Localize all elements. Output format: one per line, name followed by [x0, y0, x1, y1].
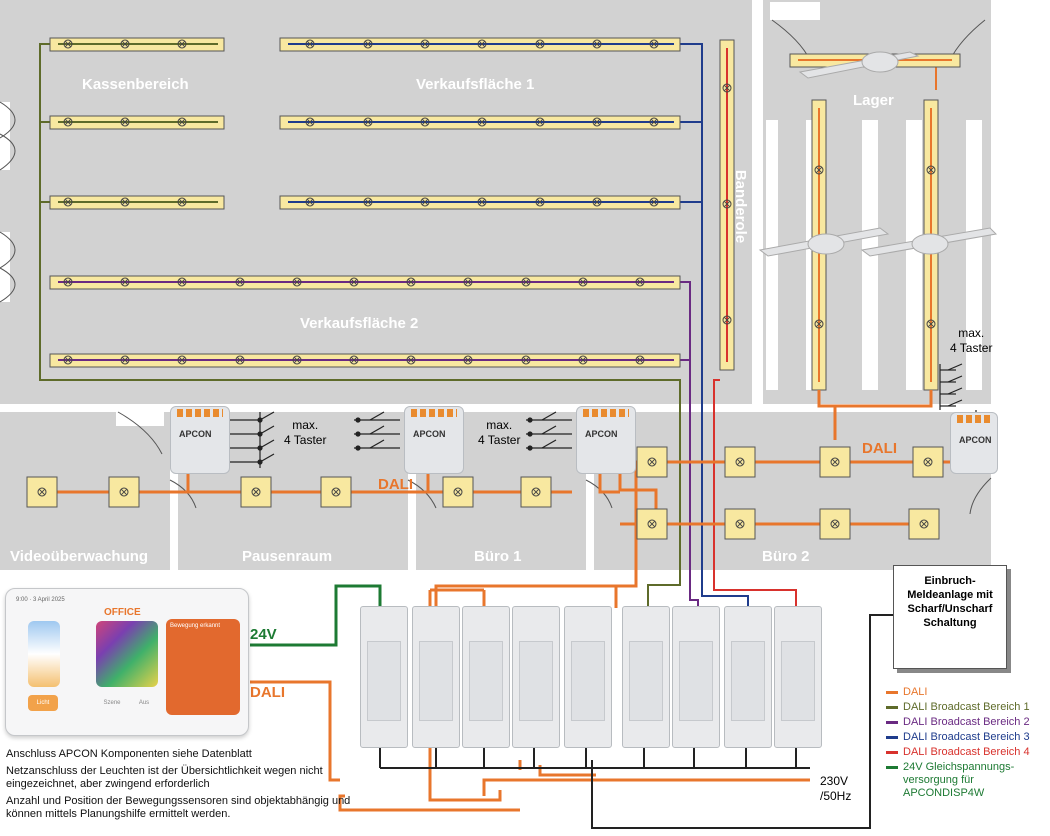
taster-label-buero1: max.4 Taster	[478, 418, 521, 447]
tablet-title: OFFICE	[104, 607, 141, 618]
tablet-button-1[interactable]: Licht	[28, 695, 58, 711]
legend-item-bereich1: DALI Broadcast Bereich 1	[886, 701, 1030, 714]
alarm-system-box: Einbruch- Meldeanlage mit Scharf/Unschar…	[893, 565, 1007, 669]
legend-item-bereich3: DALI Broadcast Bereich 3	[886, 731, 1030, 744]
legend: DALI DALI Broadcast Bereich 1 DALI Broad…	[886, 686, 1030, 802]
dali-module-buero1: APCON	[404, 406, 464, 474]
dali-gateway-module-1	[412, 606, 460, 748]
note-1: Anschluss APCON Komponenten siehe Datenb…	[6, 748, 252, 760]
legend-item-bereich2: DALI Broadcast Bereich 2	[886, 716, 1030, 729]
wire-bereich2	[680, 281, 699, 610]
broadcast-module-2	[672, 606, 720, 748]
wire-bereich4	[713, 379, 797, 610]
tablet-cct-slider[interactable]	[28, 621, 60, 687]
note-2: Netzanschluss der Leuchten ist der Übers…	[6, 765, 323, 790]
mains-label: 230V/50Hz	[820, 774, 852, 803]
label-pausenraum: Pausenraum	[242, 548, 333, 565]
taster-label-pausenraum: max.4 Taster	[284, 418, 327, 447]
dali-module-buero2: APCON	[576, 406, 636, 474]
label-kassenbereich: Kassenbereich	[82, 76, 189, 93]
tablet-card: Bewegung erkannt	[166, 619, 240, 715]
dali-gateway-module-2	[462, 606, 510, 748]
dali-label-buero2: DALI	[862, 440, 897, 457]
note-3: Anzahl und Position der Bewegungssensore…	[6, 795, 351, 820]
legend-item-24v: 24V Gleichspannungs- versorgung für APCO…	[886, 761, 1030, 800]
legend-item-bereich4: DALI Broadcast Bereich 4	[886, 746, 1030, 759]
label-lager: Lager	[853, 92, 894, 109]
label-24v: 24V	[250, 626, 277, 643]
tablet-color-picker[interactable]	[96, 621, 158, 687]
relay-module	[512, 606, 560, 748]
notes: Anschluss APCON Komponenten siehe Datenb…	[6, 748, 366, 825]
broadcast-module-4	[774, 606, 822, 748]
wire-bereich1	[39, 43, 681, 610]
office2-room	[594, 412, 991, 570]
tablet-date: 9:00 · 3 April 2025	[16, 597, 65, 603]
label-videoueberwachung: Videoüberwachung	[10, 548, 149, 565]
tablet-button-2[interactable]: Szene	[103, 700, 121, 706]
power-supply-module	[360, 606, 408, 748]
wire-bereich3	[680, 43, 749, 610]
tablet-button-3[interactable]: Aus	[138, 700, 150, 706]
label-verkaufsflaeche1: Verkaufsfläche 1	[416, 76, 535, 93]
label-verkaufsflaeche2: Verkaufsfläche 2	[300, 315, 419, 332]
luminaire-rows	[49, 37, 961, 391]
broadcast-module-3	[724, 606, 772, 748]
label-dali-tablet: DALI	[250, 684, 285, 701]
dali-label-offices: DALI	[378, 476, 413, 493]
input-module	[564, 606, 612, 748]
taster-label-lager: max.4 Taster	[950, 326, 993, 355]
switch-groups	[230, 363, 977, 468]
broadcast-module-1	[622, 606, 670, 748]
dali-module-pausenraum: APCON	[170, 406, 230, 474]
wire-24v	[250, 584, 382, 647]
label-buero1: Büro 1	[474, 548, 522, 565]
dali-module-lager: APCON	[950, 412, 998, 474]
control-tablet: 9:00 · 3 April 2025 OFFICE Bewegung erka…	[5, 588, 249, 736]
legend-item-dali: DALI	[886, 686, 1030, 699]
label-buero2: Büro 2	[762, 548, 810, 565]
